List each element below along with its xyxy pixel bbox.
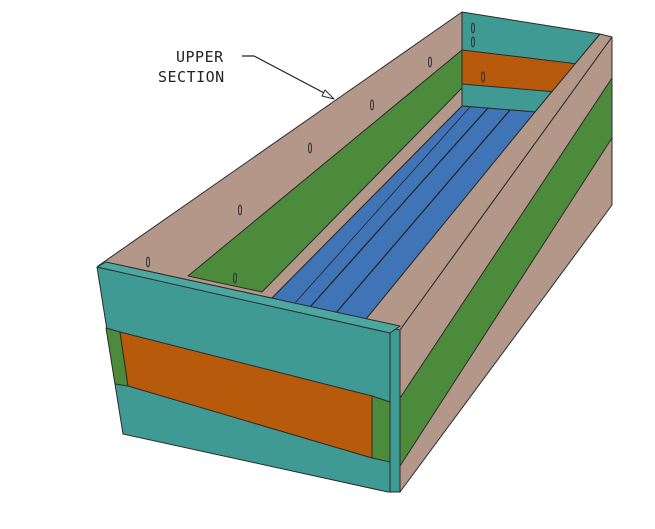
floor-board-seam bbox=[294, 106, 471, 304]
callout-arrowhead bbox=[321, 89, 335, 100]
front-top-edge bbox=[96, 261, 401, 334]
screw-marks bbox=[146, 22, 485, 284]
front-green-right bbox=[371, 395, 391, 463]
floor-board-seam bbox=[334, 109, 511, 315]
floor-board-seam bbox=[309, 107, 489, 308]
callout-line1: UPPER bbox=[176, 48, 224, 66]
callout-leader bbox=[242, 55, 329, 96]
callout-line2: SECTION bbox=[158, 68, 225, 86]
